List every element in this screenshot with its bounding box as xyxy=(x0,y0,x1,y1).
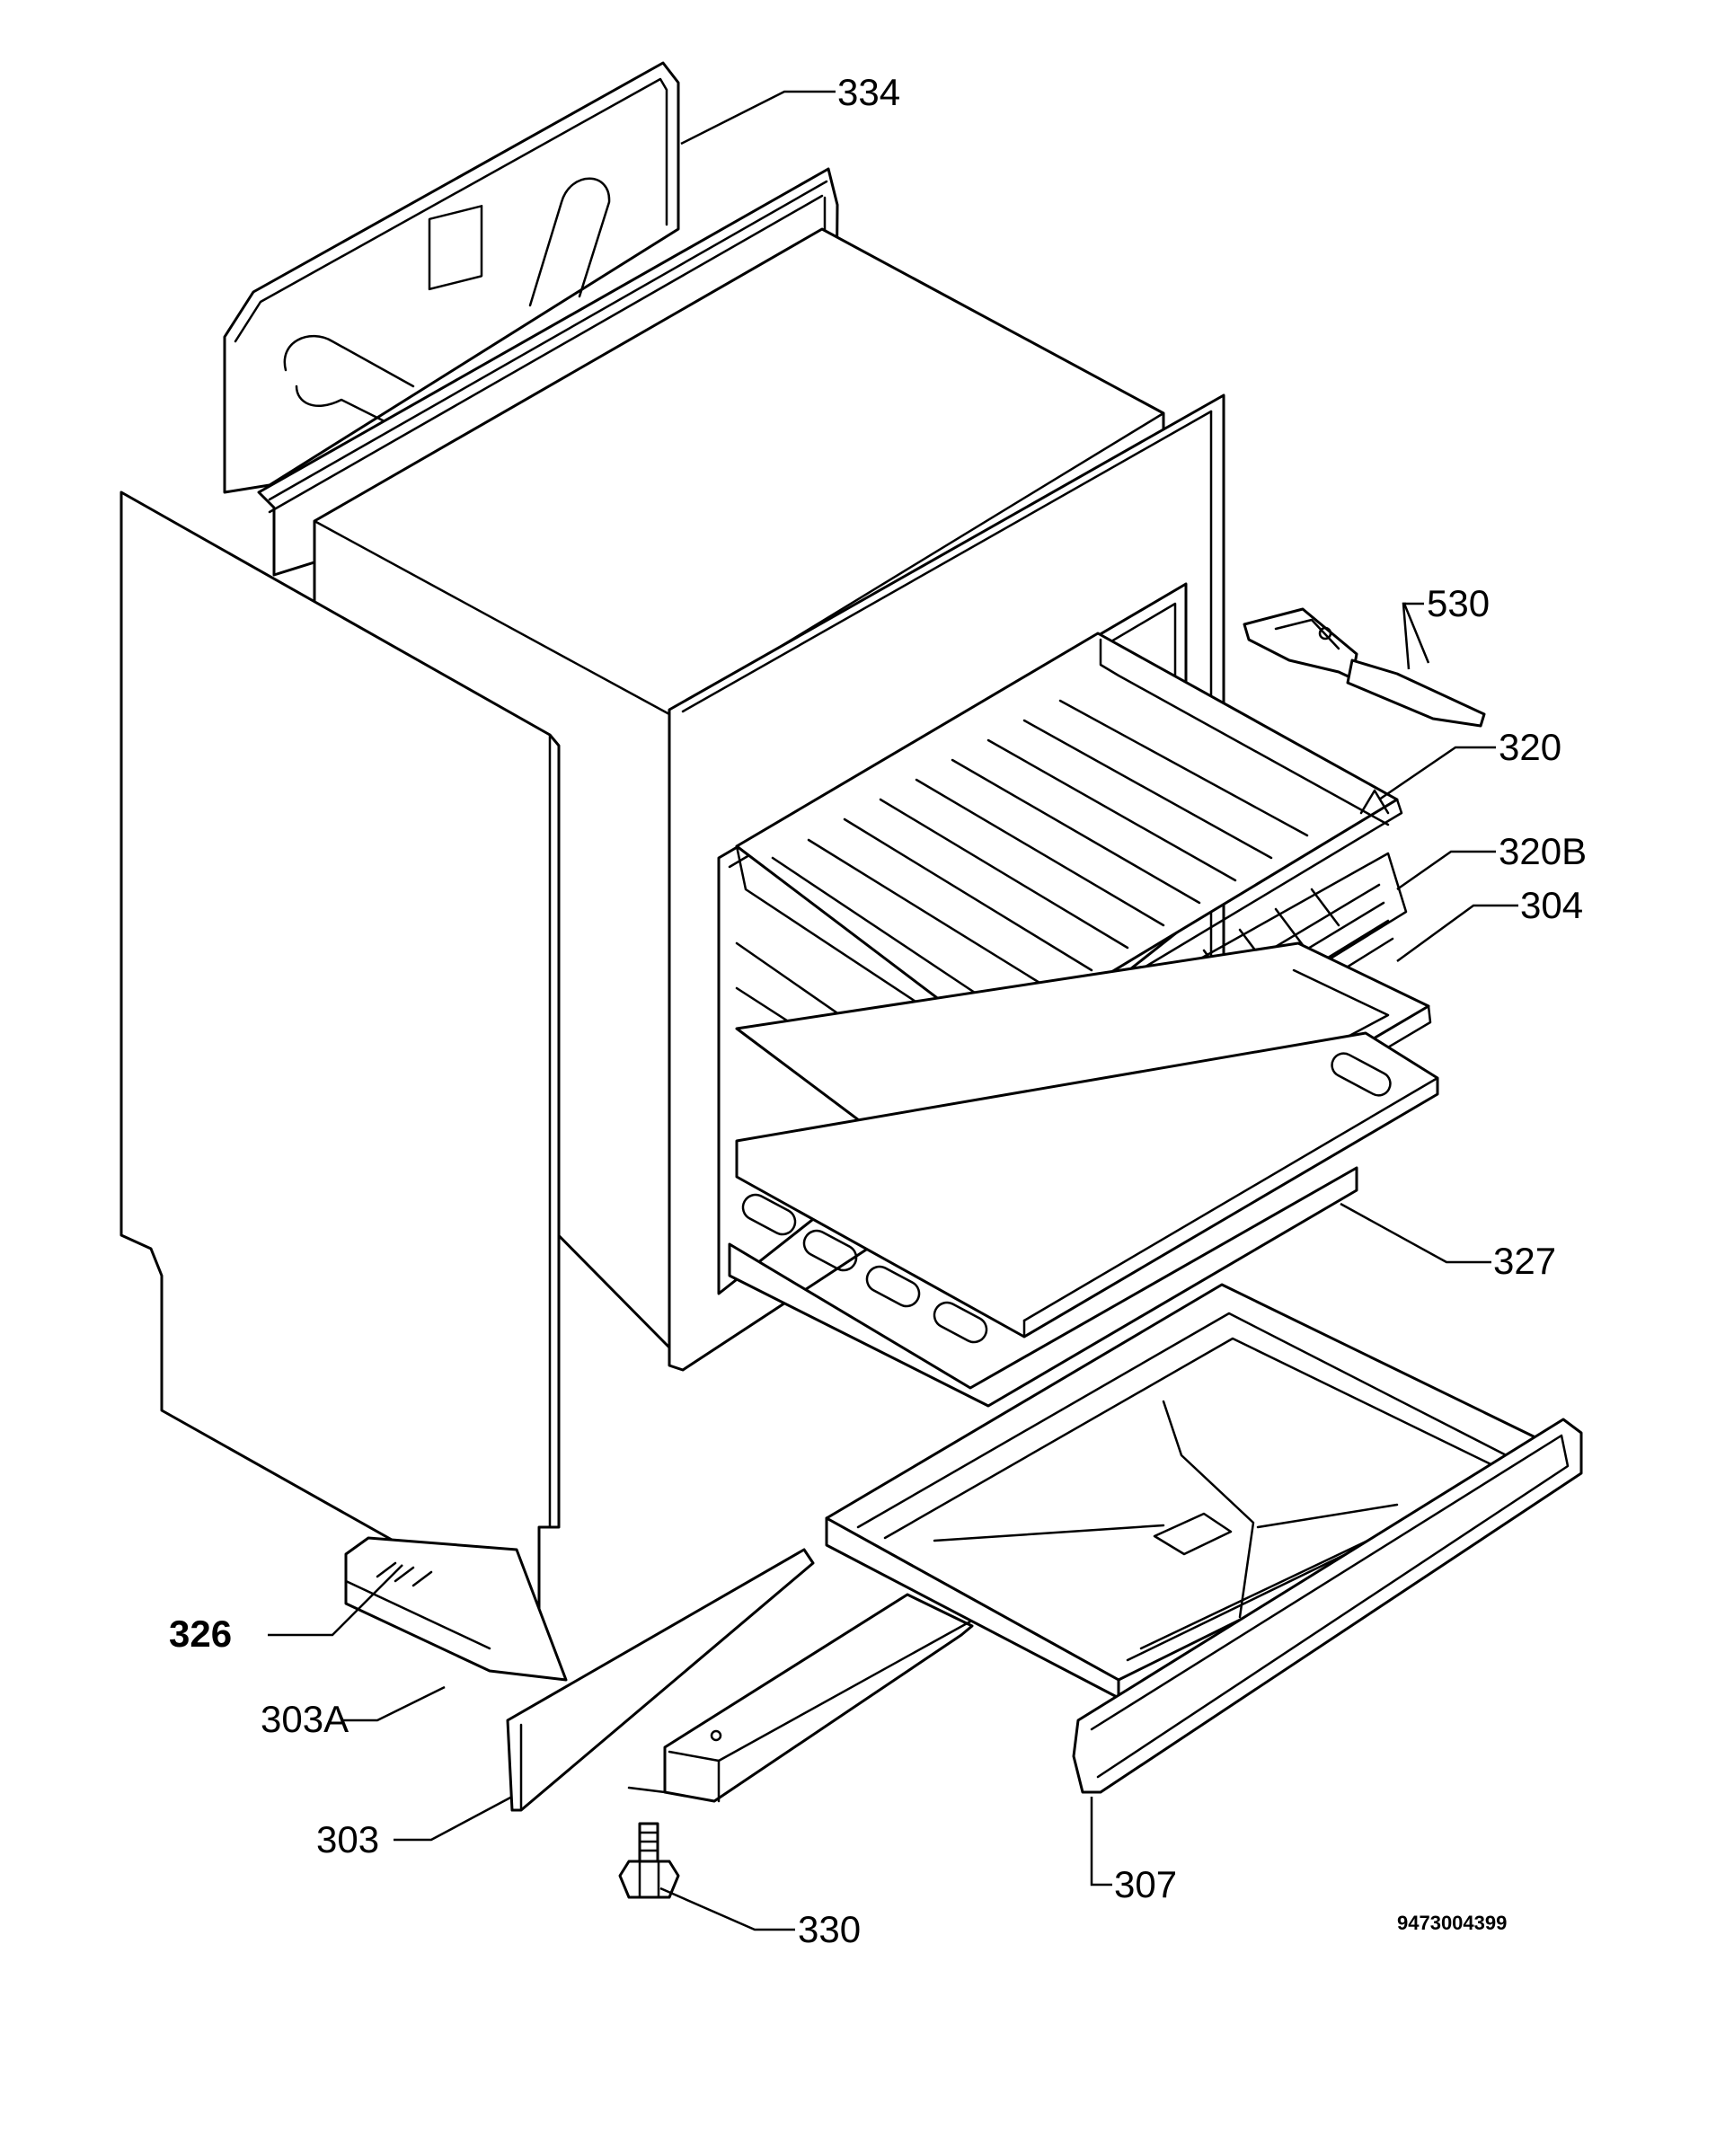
part-327-bottom-pan xyxy=(735,1031,1439,1339)
oven-floor-slots xyxy=(728,1166,1358,1408)
part-307-drawer xyxy=(825,1283,1583,1794)
callout-530: 530 xyxy=(1427,582,1490,624)
callout-320: 320 xyxy=(1499,726,1561,768)
plinth-support-bar xyxy=(627,1593,974,1803)
callout-labels: 334 530 320 320B 304 327 326 303A 303 30… xyxy=(169,71,1587,1950)
callout-330: 330 xyxy=(798,1908,861,1950)
callout-320b: 320B xyxy=(1499,830,1587,872)
callout-307: 307 xyxy=(1114,1863,1177,1905)
part-303a-skirting-support xyxy=(344,1536,568,1682)
callout-303: 303 xyxy=(316,1818,379,1860)
callout-326: 326 xyxy=(169,1613,232,1655)
callout-327: 327 xyxy=(1493,1240,1556,1282)
callout-334: 334 xyxy=(837,71,900,113)
part-334-rear-panel xyxy=(223,61,680,494)
callout-304: 304 xyxy=(1520,884,1583,926)
callout-303a: 303A xyxy=(261,1698,349,1740)
leader-lines xyxy=(268,90,1518,1931)
part-303-plinth-panel xyxy=(506,1548,815,1812)
part-330-foot-screw xyxy=(618,1822,680,1899)
part-530-hinge xyxy=(1243,607,1486,728)
document-number: 9473004399 xyxy=(1397,1912,1507,1934)
